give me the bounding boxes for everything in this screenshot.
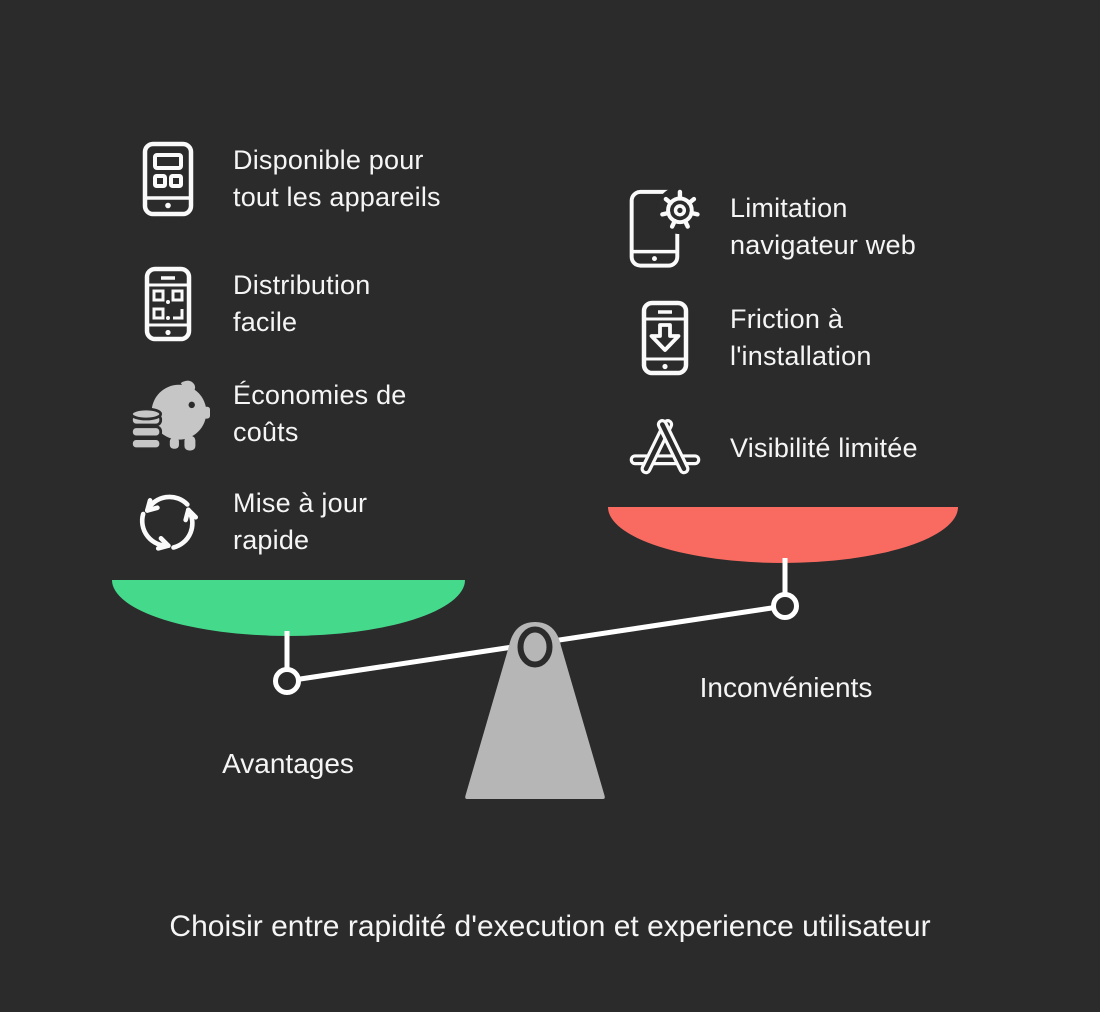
advantage-text: Économies de coûts [233, 380, 407, 447]
disadvantage-item: Friction à l'installation [622, 300, 872, 376]
update-arrows-icon [125, 487, 211, 557]
advantage-text: Disponible pour tout les appareils [233, 145, 441, 212]
disadvantage-text: Friction à l'installation [730, 304, 872, 371]
caption-title: Choisir entre rapidité d'execution et ex… [169, 910, 931, 943]
disadvantage-text: Visibilité limitée [730, 432, 918, 463]
advantages-pan [112, 580, 465, 636]
pivot-hole [517, 626, 553, 668]
fulcrum [465, 622, 605, 799]
advantage-item: Disponible pour tout les appareils [125, 141, 441, 217]
phone-gear-icon [622, 184, 708, 270]
disadvantage-item: Limitation navigateur web [622, 184, 916, 270]
tablet-layout-icon [125, 141, 211, 217]
advantage-item: Distribution facile [125, 266, 370, 342]
advantage-text: Mise à jour rapide [233, 488, 368, 555]
phone-download-icon [622, 300, 708, 376]
advantage-item: Économies de coûts [125, 374, 407, 454]
qr-code-phone-icon [125, 266, 211, 342]
disadvantage-text: Limitation navigateur web [730, 193, 916, 260]
app-store-icon [622, 419, 708, 477]
advantage-text: Distribution facile [233, 270, 371, 337]
disadvantages-pan [608, 507, 958, 563]
left-joint-circle [273, 667, 301, 695]
right-joint-circle [771, 592, 799, 620]
advantage-item: Mise à jour rapide [125, 486, 367, 558]
disadvantages-label: Inconvénients [699, 672, 873, 703]
advantages-label: Avantages [222, 748, 354, 779]
disadvantage-item: Visibilité limitée [622, 418, 918, 478]
piggy-bank-icon [125, 375, 211, 453]
